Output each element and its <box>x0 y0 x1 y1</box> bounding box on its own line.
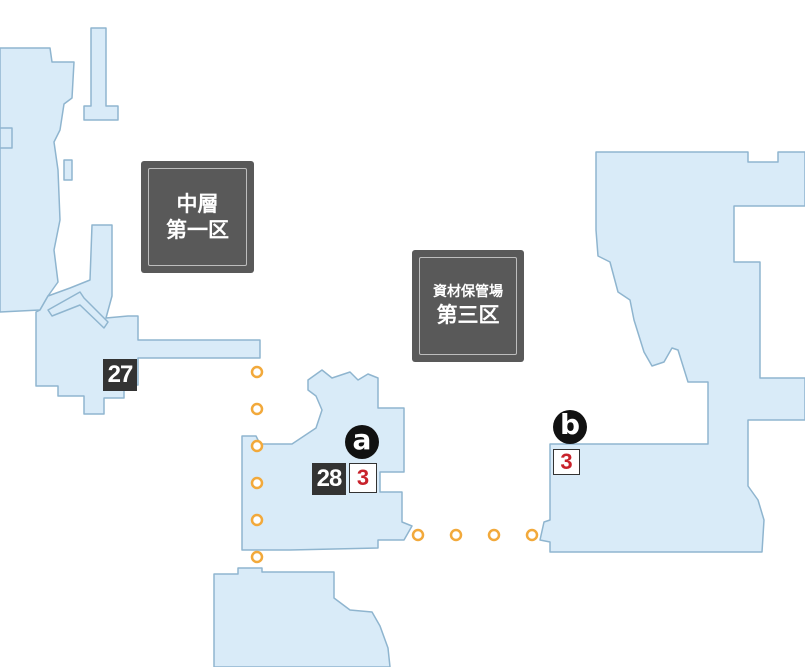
route-dot-icon <box>250 476 264 490</box>
route-dot-icon <box>250 402 264 416</box>
region-left-notch <box>0 127 13 149</box>
route-dot-icon <box>411 528 425 542</box>
route-dot-icon <box>250 439 264 453</box>
region-27-block <box>35 224 261 415</box>
spot-number-28[interactable]: 28 <box>312 463 346 495</box>
route-dot-icon <box>250 550 264 564</box>
area-label-middle-floor: 中層 第一区 <box>141 161 254 273</box>
area-label-materials-inner: 資材保管場 第三区 <box>419 257 517 355</box>
route-dot-icon <box>449 528 463 542</box>
marker-b-icon[interactable]: b <box>553 410 587 444</box>
area-label-middle-floor-inner: 中層 第一区 <box>148 168 247 266</box>
region-28-block <box>241 369 413 551</box>
route-dot-icon <box>250 513 264 527</box>
region-narrow-tower <box>83 27 119 121</box>
area-label-line1: 資材保管場 <box>433 284 503 301</box>
route-vertical <box>250 365 264 564</box>
region-wing <box>63 159 73 181</box>
area-label-line2: 第三区 <box>436 302 500 327</box>
route-dot-icon <box>525 528 539 542</box>
area-label-line2: 第一区 <box>166 218 229 242</box>
area-label-line1: 中層 <box>176 191 219 216</box>
route-dot-icon <box>250 365 264 379</box>
route-dot-icon <box>487 528 501 542</box>
spot-number-27[interactable]: 27 <box>103 359 137 391</box>
region-bottom-block <box>213 567 391 667</box>
marker-a-icon[interactable]: a <box>345 425 379 459</box>
marker-b-badge: 3 <box>553 449 580 475</box>
route-horizontal <box>411 528 539 542</box>
region-left-column <box>0 47 75 313</box>
region-27-corridor <box>47 291 109 329</box>
region-right-block <box>539 151 805 553</box>
marker-a-badge: 3 <box>349 463 377 493</box>
area-label-materials: 資材保管場 第三区 <box>412 250 524 362</box>
